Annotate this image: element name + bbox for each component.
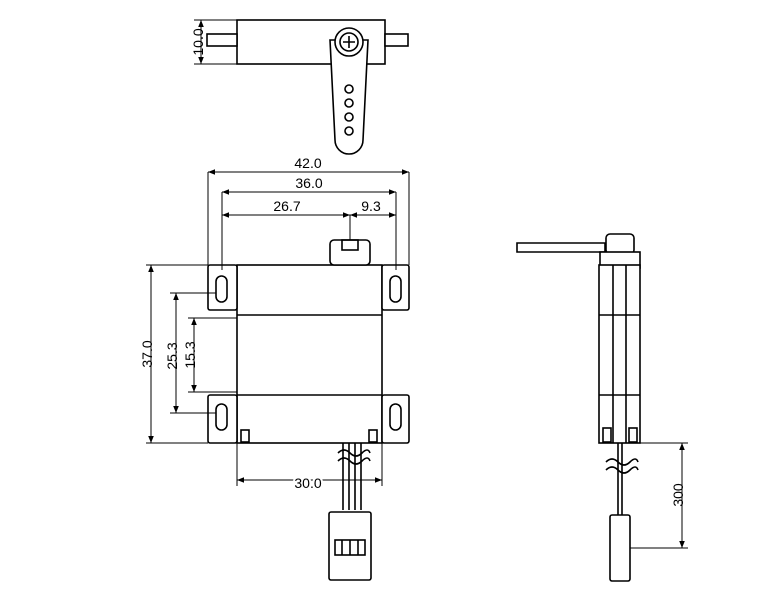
side-connector — [609, 514, 631, 582]
side-view: 300 — [516, 233, 688, 582]
dim-overall-height: 37.0 — [139, 340, 155, 367]
dim-left-to-shaft: 26.7 — [273, 198, 300, 214]
dim-shaft-to-right: 9.3 — [361, 198, 381, 214]
dim-hole-vertical-spacing: 25.3 — [164, 342, 180, 369]
side-horn — [516, 242, 606, 253]
dim-body-width: 30.0 — [294, 475, 321, 491]
servo-horn — [329, 39, 369, 155]
screw-cross-icon — [343, 36, 355, 48]
top-view: 10.0 — [190, 19, 409, 155]
dim-lead-length: 300 — [670, 483, 686, 507]
dim-hole-spacing: 36.0 — [295, 175, 322, 191]
dim-overall-width: 42.0 — [294, 155, 321, 171]
dim-top-height: 10.0 — [190, 28, 206, 55]
front-view: 42.0 36.0 26.7 9.3 37.0 25.3 15.3 30.0 — [139, 155, 410, 581]
dim-inner-height: 15.3 — [182, 341, 198, 368]
